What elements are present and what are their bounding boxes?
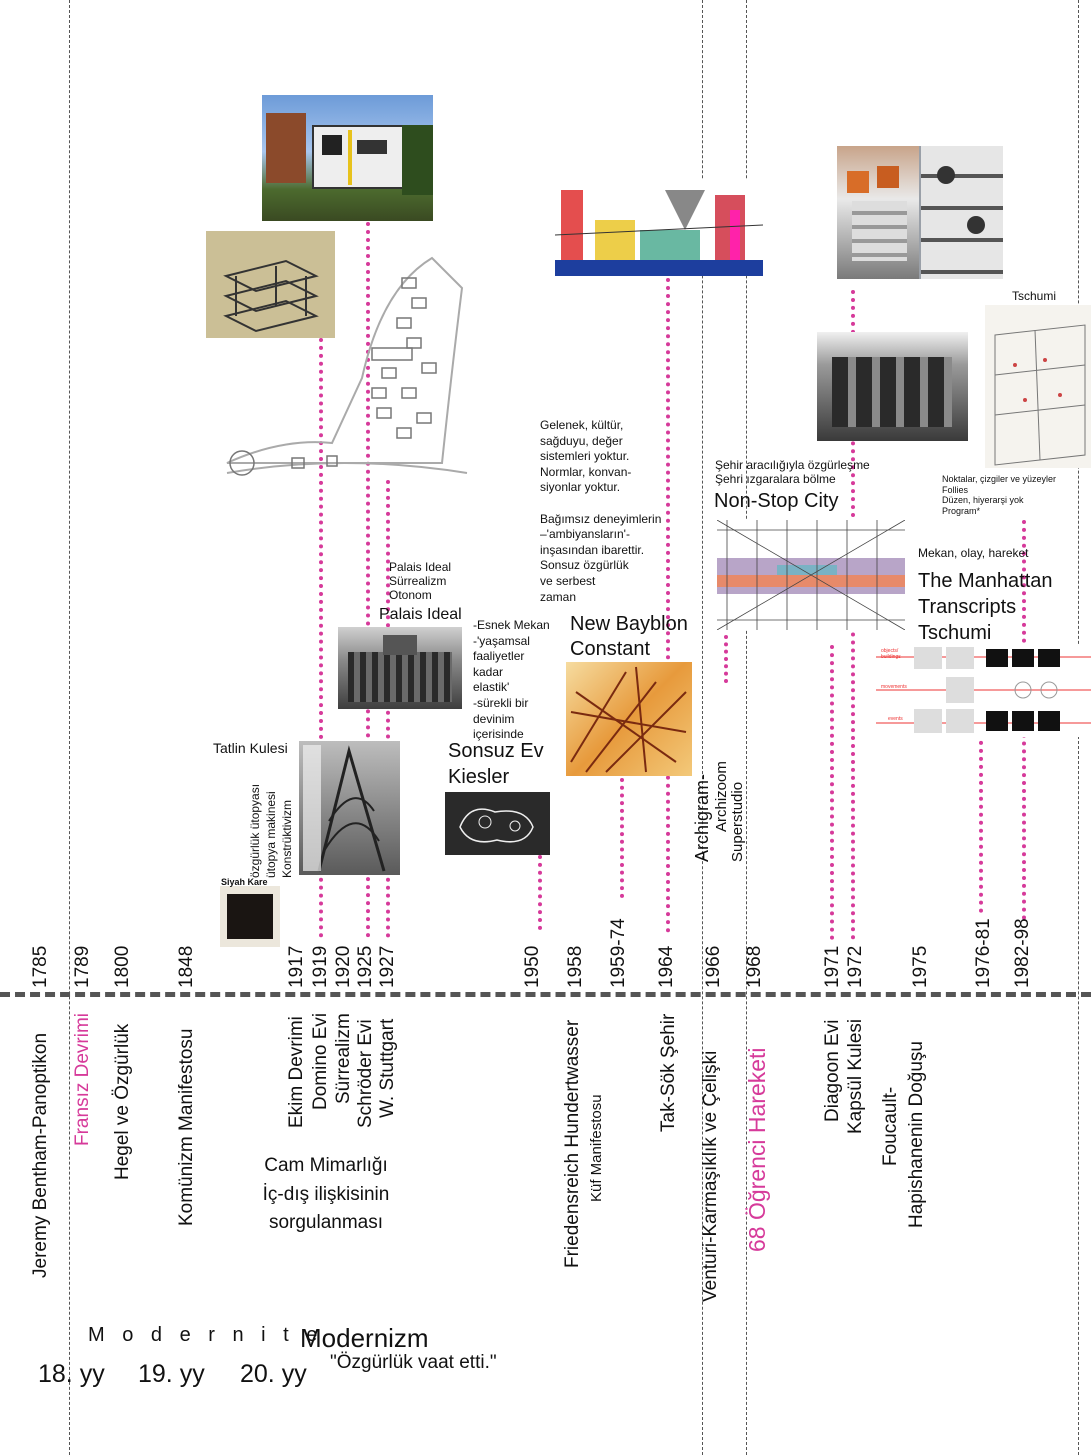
event-domino-evi: Domino Evi: [310, 1012, 331, 1110]
year-1950: 1950: [522, 945, 543, 988]
event-kapsul-kulesi: Kapsül Kulesi: [845, 1018, 866, 1134]
tatlin-note-ozgurluk: özgürlük ütopyası: [248, 783, 262, 878]
siyah-kare-label: Siyah Kare: [221, 877, 268, 887]
non-stop-city-title: Non-Stop City: [714, 490, 839, 512]
year-1966: 1966: [703, 945, 724, 988]
guide-line-1966: [702, 0, 703, 1455]
palais-title: Palais Ideal: [379, 606, 462, 623]
event-hapishane: Hapishanenin Doğuşu: [906, 1041, 927, 1228]
mekan-olay-note: Mekan, olay, hareket: [918, 546, 1029, 560]
event-w-stuttgart: W. Stuttgart: [377, 1018, 398, 1118]
timeline-axis: [0, 992, 1091, 997]
year-1972: 1972: [845, 945, 866, 988]
year-1785: 1785: [30, 945, 51, 988]
year-1925: 1925: [355, 945, 376, 988]
year-1959-74: 1959-74: [608, 918, 629, 988]
weissenhof-site-plan: [222, 248, 472, 496]
event-schroder-evi: Schröder Evi: [355, 1019, 376, 1128]
connector-1964: [666, 278, 670, 933]
connector-domino: [319, 338, 323, 938]
event-68-ogrenci: 68 Öğrenci Hareketi: [744, 1047, 770, 1252]
archigram-label: Archigram-: [692, 773, 712, 862]
superstudio-label: Superstudio: [729, 781, 746, 862]
event-foucault: Foucault-: [880, 1086, 901, 1166]
noktalar-note: Noktalar, çizgiler ve yüzeyler Follies D…: [942, 474, 1057, 516]
siyah-kare-painting: [220, 886, 280, 947]
plug-in-city-drawing: [555, 180, 763, 276]
connector-1968: [724, 635, 728, 683]
connector-1971: [830, 645, 834, 940]
year-1971: 1971: [822, 945, 843, 988]
year-1982-98: 1982-98: [1012, 918, 1033, 988]
manhattan-transcripts-grid: objects/ buildings movements events: [876, 645, 1091, 737]
new-babylon-title: New Bayblon Constant: [570, 613, 688, 660]
cam-mimarligi-note: Cam Mimarlığı İç-dış ilişkisinin sorgula…: [262, 1155, 390, 1233]
year-1919: 1919: [310, 945, 331, 988]
capsule-tower-photo: [837, 146, 1003, 279]
event-hundertwasser: Friedensreich Hundertwasser: [562, 1019, 583, 1268]
sehir-note: Şehir aracılığıyla özgürleşme Şehri ızga…: [715, 458, 870, 487]
year-1848: 1848: [176, 945, 197, 988]
archizoom-label: Archizoom: [713, 761, 730, 832]
non-stop-city-drawing: [717, 520, 905, 630]
year-1800: 1800: [112, 945, 133, 988]
manhattan-row-objects: objects/ buildings: [881, 648, 901, 660]
manhattan-title: The Manhattan Transcripts Tschumi: [918, 570, 1053, 644]
guide-line-left: [69, 0, 70, 1455]
event-kuf-manifestosu: Küf Manifestosu: [588, 1094, 605, 1202]
event-diagoon-evi: Diagoon Evi: [822, 1019, 843, 1122]
modernite-label: M o d e r n i t e: [88, 1324, 324, 1346]
year-1789: 1789: [72, 945, 93, 988]
sonsuz-ev-image: [445, 792, 550, 855]
diagoon-house-photo: [817, 332, 968, 441]
tatlin-title: Tatlin Kulesi: [213, 740, 288, 756]
event-bentham: Jeremy Bentham-Panoptikon: [30, 1032, 51, 1278]
event-surrealizm: Sürrealizm: [333, 1013, 354, 1104]
modernizm-label: Modernizm: [300, 1323, 429, 1353]
tatlin-note-utopya: ütopya makinesi: [264, 791, 278, 878]
year-1927: 1927: [377, 945, 398, 988]
new-babylon-painting: [566, 662, 692, 776]
sonsuz-ev-title: Sonsuz Ev Kiesler: [448, 740, 544, 788]
century-18: 18. yy: [38, 1360, 105, 1388]
event-fransiz-devrimi: Fransız Devrimi: [72, 1012, 93, 1146]
year-1958: 1958: [565, 945, 586, 988]
gelenek-note: Gelenek, kültür, sağduyu, değer sistemle…: [540, 418, 662, 604]
ozgurluk-quote: "Özgürlük vaat etti.": [330, 1352, 497, 1373]
tschumi-villette-drawing: [985, 305, 1091, 468]
tschumi-label: Tschumi: [1012, 289, 1057, 303]
manhattan-row-movements: movements: [881, 684, 907, 690]
event-tak-sok-sehir: Tak-Sök Şehir: [658, 1013, 679, 1132]
tatlin-note-konstruktivizm: Konstrüktivizm: [280, 799, 294, 878]
event-venturi: Venturi-Karmaşıklık ve Çelişki: [700, 1050, 721, 1302]
century-20: 20. yy: [240, 1360, 307, 1388]
year-1976-81: 1976-81: [973, 918, 994, 988]
palais-notes: Palais Ideal Sürrealizm Otonom: [389, 560, 452, 603]
domino-sketch: [206, 231, 335, 338]
century-19: 19. yy: [138, 1360, 205, 1388]
year-1975: 1975: [910, 945, 931, 988]
event-ekim-devrimi: Ekim Devrimi: [286, 1016, 307, 1128]
year-1964: 1964: [656, 945, 677, 988]
manhattan-row-events: events: [888, 716, 903, 722]
connector-1976: [979, 645, 983, 913]
connector-1950: [538, 855, 542, 930]
esnek-mekan-note: -Esnek Mekan -'yaşamsal faaliyetler kada…: [473, 618, 550, 742]
year-1917: 1917: [286, 945, 307, 988]
connector-schroder: [366, 222, 370, 938]
year-1968: 1968: [744, 945, 765, 988]
schroder-house-photo: [262, 95, 433, 221]
guide-line-1968: [746, 0, 747, 1455]
connector-surrealizm: [386, 480, 390, 938]
event-hegel: Hegel ve Özgürlük: [112, 1023, 133, 1180]
event-komunizm: Komünizm Manifestosu: [176, 1028, 197, 1226]
tatlin-tower-photo: [299, 741, 400, 875]
palais-ideal-photo: [338, 627, 462, 709]
connector-1959: [620, 778, 624, 898]
year-1920: 1920: [333, 945, 354, 988]
